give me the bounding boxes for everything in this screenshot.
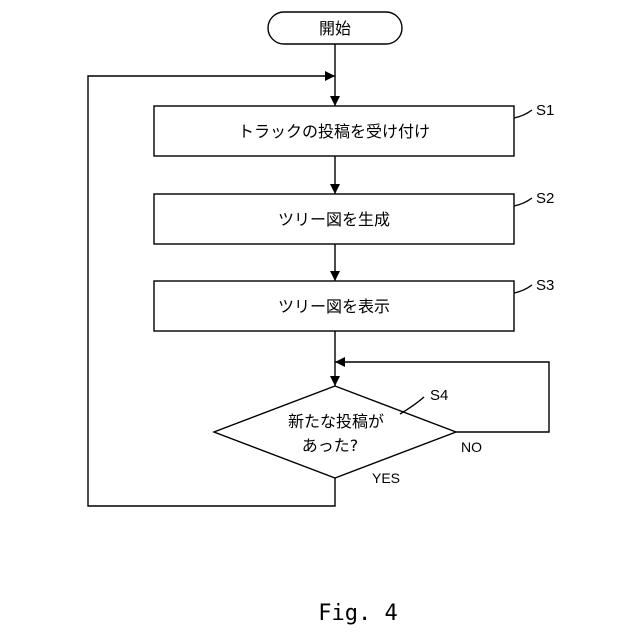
decision-line1: 新たな投稿が	[288, 412, 384, 431]
arrow-head	[330, 96, 340, 106]
decision-tag-line	[400, 397, 424, 414]
arrow-head	[330, 271, 340, 281]
step-s2-tag-line	[514, 198, 532, 206]
arrow-head	[325, 71, 335, 81]
step-s1-id: S1	[536, 102, 554, 119]
step-s2-text: ツリー図を生成	[278, 210, 390, 229]
yes-label: YES	[372, 470, 400, 486]
figure-caption: Fig. 4	[318, 601, 397, 626]
arrow-head	[335, 357, 345, 367]
step-s2-id: S2	[536, 190, 554, 207]
step-s1-tag-line	[514, 110, 532, 118]
start-label: 開始	[319, 19, 351, 38]
step-s3-tag-line	[514, 285, 532, 293]
step-s1-text: トラックの投稿を受け付け	[238, 122, 430, 141]
step-s3-id: S3	[536, 277, 554, 294]
arrow-head	[330, 376, 340, 386]
arrow-head	[330, 184, 340, 194]
no-label: NO	[461, 439, 482, 455]
decision-id: S4	[430, 387, 448, 404]
step-s3-text: ツリー図を表示	[278, 297, 390, 316]
decision-line2: あった?	[302, 436, 359, 455]
